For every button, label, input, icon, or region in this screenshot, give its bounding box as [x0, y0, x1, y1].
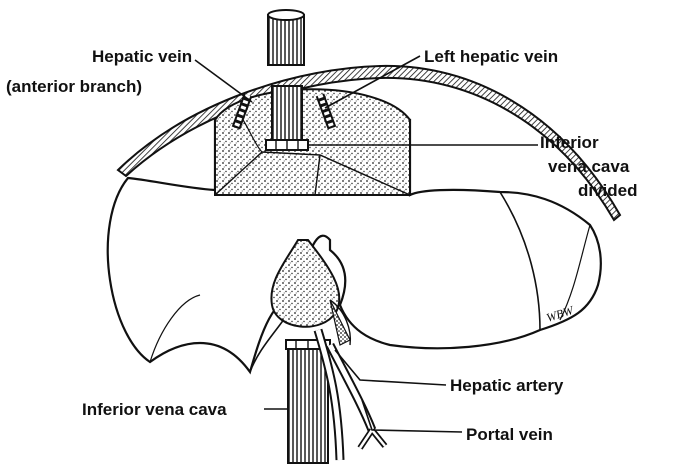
label-inferior: Inferior: [540, 133, 599, 152]
label-hepatic-artery: Hepatic artery: [450, 376, 564, 395]
label-portal-vein: Portal vein: [466, 425, 553, 444]
label-inferior-vena-cava: Inferior vena cava: [82, 400, 227, 419]
label-divided: divided: [578, 181, 638, 200]
label-left-hepatic-vein: Left hepatic vein: [424, 47, 558, 66]
label-anterior-branch: (anterior branch): [6, 77, 142, 96]
label-vena-cava: vena cava: [548, 157, 630, 176]
label-hepatic-vein: Hepatic vein: [92, 47, 192, 66]
